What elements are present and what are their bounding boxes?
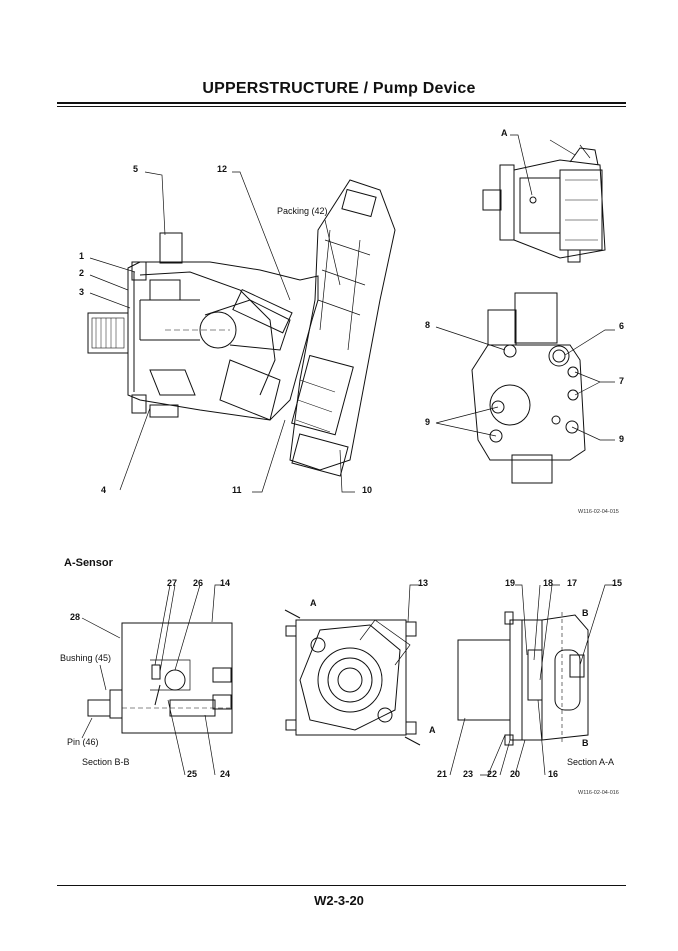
section-bb-label: Section B-B <box>82 757 130 767</box>
callout-26: 26 <box>193 578 204 588</box>
callout-4: 4 <box>101 485 107 495</box>
callout-19: 19 <box>505 578 516 588</box>
callout-7: 7 <box>619 376 625 386</box>
callout-22: 22 <box>487 769 498 779</box>
callout-21: 21 <box>437 769 448 779</box>
pump-cross-section-drawing <box>87 179 396 477</box>
callout-section-a-bottom: A <box>429 725 436 735</box>
figure-code: W116-02-04-015 <box>578 509 619 515</box>
callout-27: 27 <box>167 578 178 588</box>
callout-23: 23 <box>463 769 474 779</box>
page-number: W2-3-20 <box>314 893 364 908</box>
callout-11: 11 <box>232 485 242 495</box>
callout-18: 18 <box>543 578 554 588</box>
callout-9-right: 9 <box>619 434 625 444</box>
callout-15: 15 <box>612 578 623 588</box>
a-sensor-front-view-drawing <box>284 609 421 746</box>
callout-24: 24 <box>220 769 231 779</box>
callout-5: 5 <box>133 164 139 174</box>
callout-8: 8 <box>425 320 431 330</box>
callout-16: 16 <box>548 769 559 779</box>
section-aa-drawing <box>457 611 589 746</box>
section-aa-label: Section A-A <box>567 757 615 767</box>
header-rule <box>57 102 626 104</box>
leader-lines-fig1 <box>89 134 615 493</box>
callout-2: 2 <box>79 268 85 278</box>
callout-pin: Pin (46) <box>67 737 99 747</box>
callout-9-left: 9 <box>425 417 431 427</box>
pump-side-view-drawing <box>471 292 586 484</box>
callout-packing: Packing (42) <box>277 206 328 216</box>
callout-25: 25 <box>187 769 198 779</box>
callout-section-b-top: B <box>582 608 589 618</box>
callout-17: 17 <box>567 578 578 588</box>
callout-14: 14 <box>220 578 231 588</box>
a-sensor-heading: A-Sensor <box>64 557 113 569</box>
callout-section-b-bottom: B <box>582 738 589 748</box>
callout-28: 28 <box>70 612 81 622</box>
callout-1: 1 <box>79 251 85 261</box>
callout-12: 12 <box>217 164 228 174</box>
callout-3: 3 <box>79 287 85 297</box>
header-rule-thin <box>57 106 626 107</box>
callout-13: 13 <box>418 578 429 588</box>
section-bb-drawing <box>87 622 233 734</box>
callout-section-a-top: A <box>310 598 317 608</box>
callout-20: 20 <box>510 769 521 779</box>
view-a-drawing <box>482 139 606 263</box>
callout-a: A <box>501 128 508 138</box>
page-title: UPPERSTRUCTURE / Pump Device <box>202 80 476 97</box>
callout-10: 10 <box>362 485 373 495</box>
callout-bushing: Bushing (45) <box>60 653 112 663</box>
footer-rule <box>57 885 626 886</box>
leader-lines-fig2 <box>81 584 615 776</box>
callout-6: 6 <box>619 321 625 331</box>
figure-code-2: W116-02-04-016 <box>578 790 619 796</box>
